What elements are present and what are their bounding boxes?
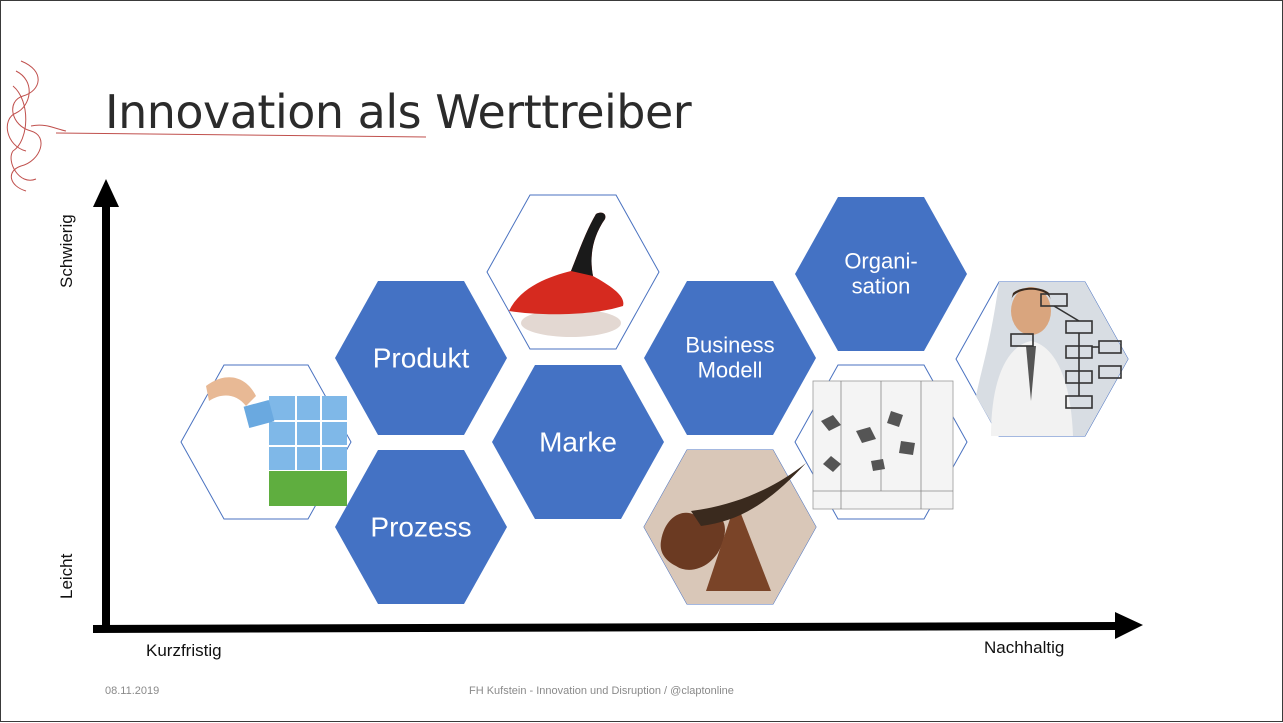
hex-label-produkt: Produkt	[372, 342, 470, 374]
hex-label-organisation: Organi- sation	[844, 248, 918, 298]
x-axis	[92, 622, 1120, 633]
hex-image-shoe	[486, 194, 660, 350]
hex-organisation	[795, 197, 967, 351]
hex-label-prozess: Prozess	[370, 511, 472, 543]
footer-date: 08.11.2019	[105, 685, 160, 697]
footer-text: FH Kufstein - Innovation und Disruption …	[469, 685, 734, 697]
hex-marke	[492, 365, 664, 519]
hex-label-business-modell: Business Modell	[685, 332, 775, 382]
y-axis-label-top: Schwierig	[57, 214, 76, 288]
hex-image-orgchart	[955, 281, 1129, 437]
x-axis-label-left: Kurzfristig	[146, 641, 222, 660]
x-axis-label-right: Nachhaltig	[984, 638, 1065, 657]
hex-prozess	[335, 450, 507, 604]
hex-label-marke: Marke	[539, 426, 617, 458]
title-underline	[55, 132, 427, 138]
hex-image-logos	[643, 449, 817, 605]
slide-title: Innovation als Werttreiber	[105, 85, 692, 139]
x-axis-arrowhead	[1115, 612, 1143, 639]
scribble-logo	[6, 60, 67, 192]
hex-image-tiles	[180, 364, 352, 520]
hex-produkt	[335, 281, 507, 435]
hex-image-canvas	[794, 364, 968, 520]
y-axis-arrowhead	[93, 179, 119, 207]
hex-business-modell	[644, 281, 816, 435]
y-axis-label-bottom: Leicht	[57, 553, 76, 599]
